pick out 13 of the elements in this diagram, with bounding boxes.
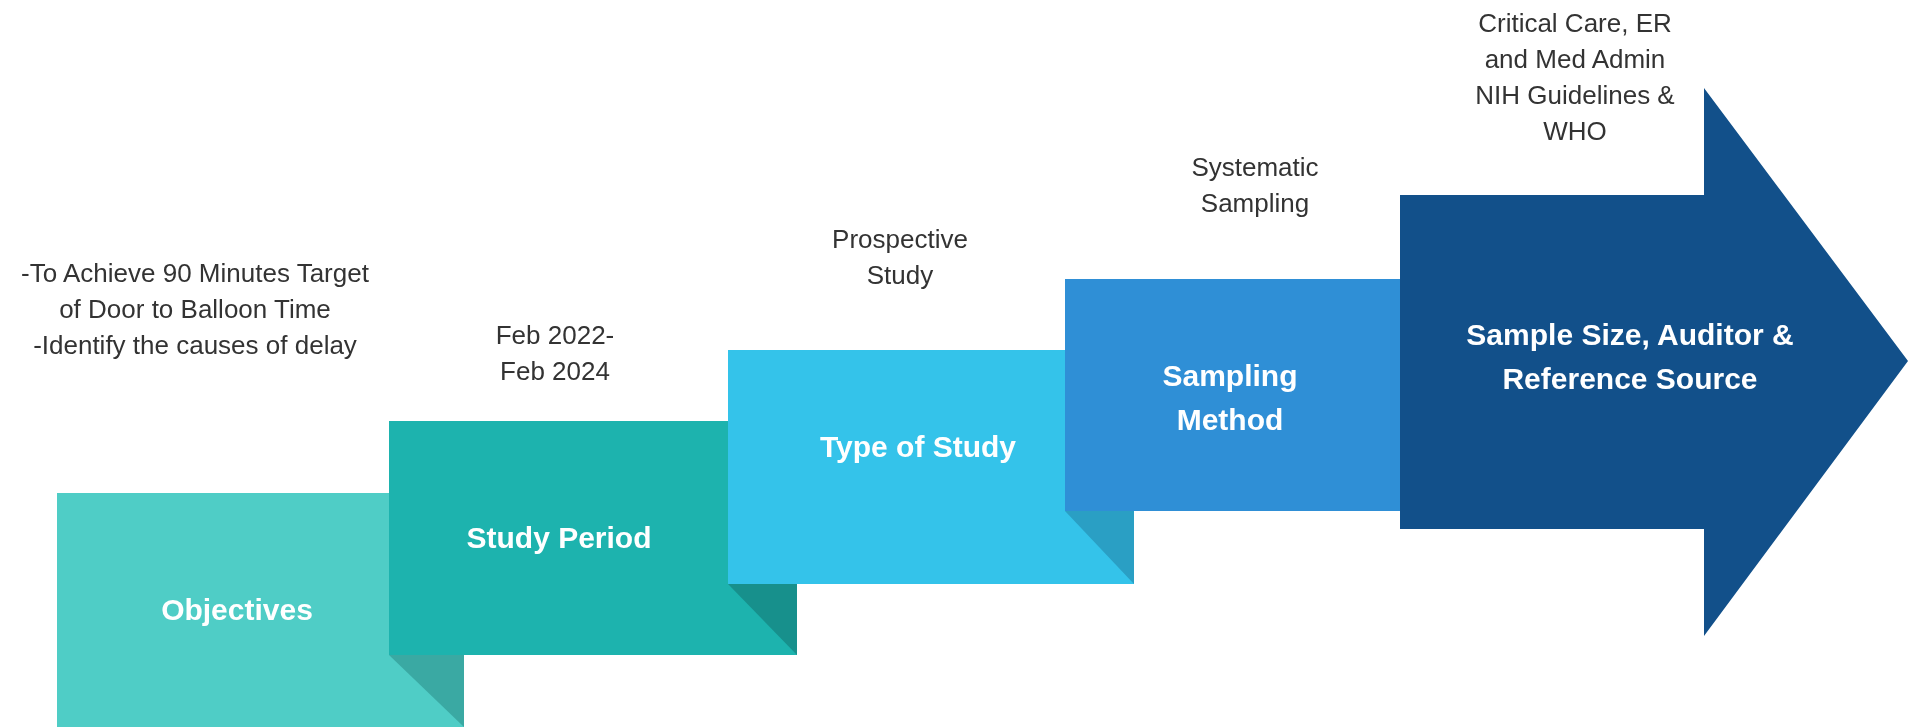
step-description: -Identify the causes of delay bbox=[33, 328, 357, 362]
step-heading: Sample Size, Auditor & Reference Source bbox=[1465, 317, 1795, 397]
step-heading: Objectives bbox=[160, 592, 314, 628]
step-heading: Sampling Method bbox=[1161, 358, 1299, 438]
step-description: Prospective Study bbox=[831, 223, 969, 292]
fold-box bbox=[1065, 279, 1400, 511]
step-description: Feb 2022- Feb 2024 bbox=[494, 319, 616, 388]
step-description: NIH Guidelines & WHO bbox=[1474, 78, 1676, 148]
step-heading: Study Period bbox=[465, 520, 653, 556]
step-description: -To Achieve 90 Minutes Target of Door to Balloon Time bbox=[20, 257, 370, 326]
step-heading: Type of Study bbox=[818, 429, 1018, 465]
step-description: Systematic Sampling bbox=[1190, 151, 1320, 220]
step-description: Critical Care, ER and Med Admin bbox=[1477, 7, 1673, 76]
